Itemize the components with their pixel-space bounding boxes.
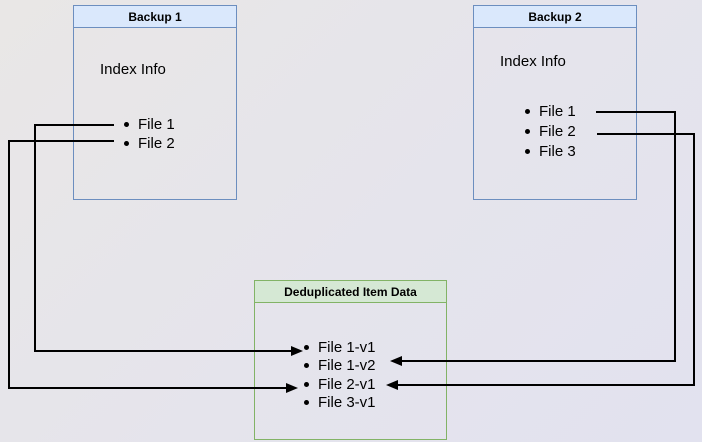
list-item: File 1 xyxy=(124,115,175,134)
bullet-icon xyxy=(304,400,309,405)
dedup-title: Deduplicated Item Data xyxy=(255,281,446,303)
backup2-title: Backup 2 xyxy=(474,6,636,28)
bullet-icon xyxy=(525,129,530,134)
item-label: File 2-v1 xyxy=(318,375,376,393)
bullet-icon xyxy=(525,149,530,154)
bullet-icon xyxy=(525,109,530,114)
bullet-icon xyxy=(304,363,309,368)
file-label: File 3 xyxy=(539,143,576,160)
bullet-icon xyxy=(124,141,129,146)
file-label: File 2 xyxy=(138,135,175,152)
list-item: File 2 xyxy=(124,134,175,153)
list-item: File 2-v1 xyxy=(304,375,376,393)
list-item: File 1-v1 xyxy=(304,338,376,356)
list-item: File 3 xyxy=(525,142,576,161)
backup2-box: Backup 2 Index Info File 1 File 2 File 3 xyxy=(473,5,637,200)
backup2-file-list: File 1 File 2 File 3 xyxy=(525,102,576,162)
bullet-icon xyxy=(124,122,129,127)
file-label: File 1 xyxy=(138,116,175,133)
backup1-title: Backup 1 xyxy=(74,6,236,28)
list-item: File 2 xyxy=(525,122,576,141)
list-item: File 1-v2 xyxy=(304,357,376,375)
item-label: File 1-v1 xyxy=(318,338,376,356)
item-label: File 1-v2 xyxy=(318,357,376,374)
backup2-index-info-label: Index Info xyxy=(500,53,566,70)
backup1-index-info-label: Index Info xyxy=(100,61,166,78)
dedup-item-list: File 1-v1 File 1-v2 File 2-v1 File 3-v1 xyxy=(304,338,376,412)
bullet-icon xyxy=(304,381,309,387)
file-label: File 2 xyxy=(539,123,576,140)
backup1-box: Backup 1 Index Info File 1 File 2 xyxy=(73,5,237,200)
list-item: File 3-v1 xyxy=(304,394,376,412)
bullet-icon xyxy=(304,344,309,350)
dedup-box: Deduplicated Item Data File 1-v1 File 1-… xyxy=(254,280,447,440)
list-item: File 1 xyxy=(525,102,576,121)
file-label: File 1 xyxy=(539,103,576,120)
backup1-file-list: File 1 File 2 xyxy=(124,115,175,153)
item-label: File 3-v1 xyxy=(318,394,376,411)
